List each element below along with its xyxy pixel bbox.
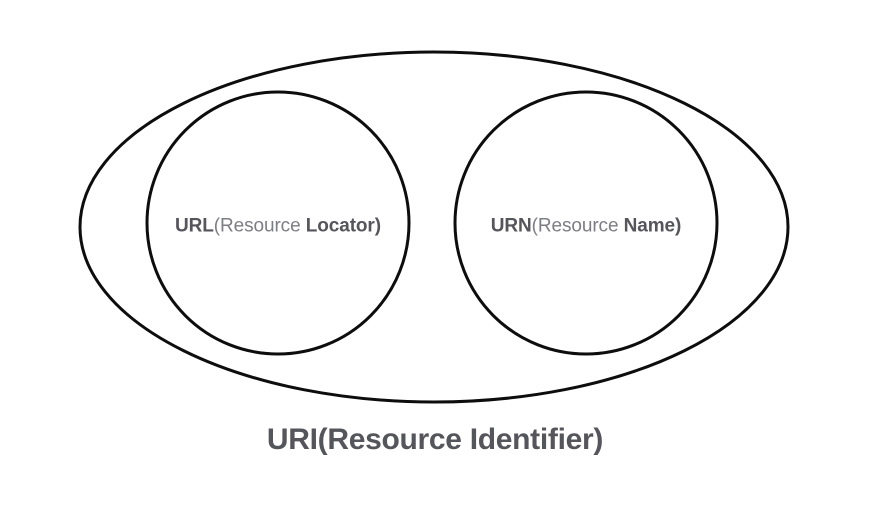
urn-label: URN(Resource Name)	[491, 217, 681, 236]
urn-expansion-open: (Resource	[531, 215, 624, 237]
uri-caption: URI(Resource Identifier)	[266, 423, 604, 456]
url-acronym: URL	[175, 215, 214, 237]
url-label: URL(Resource Locator)	[175, 217, 381, 236]
urn-expansion-key: Name)	[623, 215, 682, 237]
url-expansion-open: (Resource	[213, 215, 306, 237]
url-expansion-key: Locator)	[305, 215, 381, 237]
url-circle	[145, 90, 411, 356]
uri-outer-ellipse	[78, 50, 790, 404]
urn-acronym: URN	[490, 215, 532, 237]
urn-circle	[453, 90, 719, 356]
